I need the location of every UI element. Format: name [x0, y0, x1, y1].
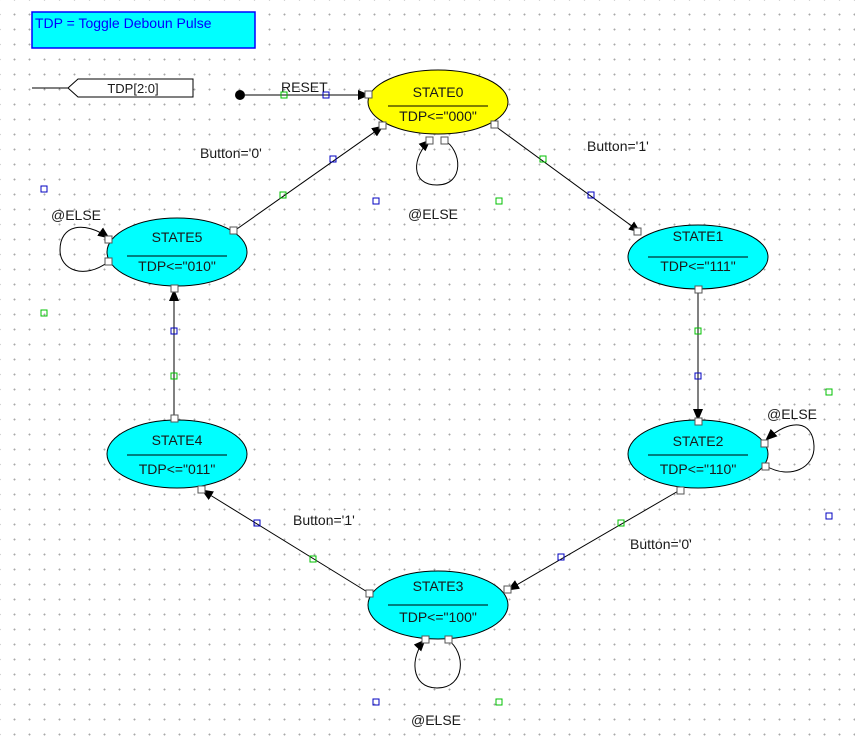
port-shape: [67, 78, 194, 98]
handle[interactable]: [761, 462, 770, 471]
state-name: STATE0: [413, 84, 464, 100]
state-state3[interactable]: STATE3 TDP<="100": [367, 570, 509, 640]
label-state2-state3: Button='0': [630, 536, 692, 552]
state-action: TDP<="011": [139, 461, 216, 477]
note-text: TDP = Toggle Deboun Pulse: [35, 15, 212, 31]
transition-state5-state0[interactable]: [233, 125, 384, 232]
loop-state3[interactable]: [413, 639, 461, 689]
state-action: TDP<="100": [399, 609, 477, 625]
handle[interactable]: [197, 485, 206, 494]
handle[interactable]: [490, 120, 499, 129]
handle[interactable]: [694, 417, 703, 426]
marker: [539, 155, 547, 163]
handle[interactable]: [104, 235, 113, 244]
marker: [40, 185, 48, 193]
marker: [170, 372, 178, 380]
marker: [372, 698, 380, 706]
marker: [694, 372, 702, 380]
label-loop-state2: @ELSE: [767, 406, 817, 422]
marker: [279, 191, 287, 199]
reset-dot: [235, 90, 245, 100]
label-state0-state1: Button='1': [587, 138, 649, 154]
transition-state3-state4[interactable]: [201, 489, 370, 594]
note-background: [31, 11, 256, 49]
transition-state2-state3[interactable]: [507, 489, 681, 591]
marker: [587, 191, 595, 199]
handle[interactable]: [378, 121, 387, 130]
state-state2[interactable]: STATE2 TDP<="110": [627, 419, 769, 489]
state-state1[interactable]: STATE1 TDP<="111": [627, 224, 769, 290]
state-ellipse: [367, 69, 509, 135]
connection-handles: [104, 90, 770, 644]
handle[interactable]: [760, 439, 769, 448]
label-state5-state0: Button='0': [200, 145, 262, 161]
marker: [495, 197, 503, 205]
marker: [617, 519, 625, 527]
label-loop-state0: @ELSE: [408, 206, 458, 222]
state-state4[interactable]: STATE4 TDP<="011": [106, 419, 248, 489]
marker: [372, 197, 380, 205]
handle[interactable]: [421, 635, 430, 644]
marker: [694, 327, 702, 335]
green-markers: [40, 91, 833, 706]
handle[interactable]: [425, 136, 434, 145]
marker: [557, 553, 565, 561]
handle[interactable]: [170, 284, 179, 293]
state-action: TDP<="000": [399, 108, 477, 124]
marker: [825, 388, 833, 396]
marker: [495, 698, 503, 706]
self-loops: [59, 139, 815, 689]
state-action: TDP<="110": [660, 461, 737, 477]
marker: [322, 91, 330, 99]
state-name: STATE1: [673, 228, 724, 244]
label-loop-state5: @ELSE: [51, 207, 101, 223]
label-loop-state3: @ELSE: [411, 712, 461, 728]
marker: [309, 555, 317, 563]
state-action: TDP<="111": [660, 258, 736, 274]
port-label: TDP[2:0]: [107, 81, 158, 96]
handle[interactable]: [676, 486, 685, 495]
state-name: STATE5: [152, 229, 203, 245]
reset-transition[interactable]: RESET: [235, 79, 370, 100]
handle[interactable]: [104, 257, 113, 266]
state-ellipse: [627, 419, 769, 489]
handle[interactable]: [694, 285, 703, 294]
handle[interactable]: [365, 589, 374, 598]
marker: [170, 327, 178, 335]
handle[interactable]: [364, 90, 373, 99]
handle[interactable]: [170, 414, 179, 423]
transitions: [169, 125, 703, 594]
state-name: STATE3: [413, 578, 464, 594]
label-state3-state4: Button='1': [293, 512, 355, 528]
blue-markers: [40, 91, 833, 706]
handle[interactable]: [444, 635, 453, 644]
transition-state0-state1[interactable]: [494, 125, 641, 233]
reset-label: RESET: [281, 79, 328, 95]
loop-state2[interactable]: [765, 424, 815, 473]
handle[interactable]: [229, 226, 238, 235]
marker: [825, 512, 833, 520]
transition-labels: Button='1' Button='0' Button='1' Button=…: [51, 138, 817, 728]
output-port-tdp[interactable]: TDP[2:0]: [32, 78, 194, 98]
loop-state0[interactable]: [416, 139, 459, 186]
handle[interactable]: [633, 227, 642, 236]
marker: [40, 309, 48, 317]
handle[interactable]: [440, 136, 449, 145]
loop-state5[interactable]: [59, 226, 110, 272]
state-state0[interactable]: STATE0 TDP<="000": [367, 69, 509, 135]
marker: [329, 155, 337, 163]
note-box[interactable]: TDP = Toggle Deboun Pulse: [31, 11, 256, 49]
marker: [280, 91, 288, 99]
marker: [253, 519, 261, 527]
handle[interactable]: [503, 585, 512, 594]
state-action: TDP<="010": [138, 258, 216, 274]
state-ellipse: [106, 419, 248, 489]
state-name: STATE2: [673, 433, 724, 449]
state-state5[interactable]: STATE5 TDP<="010": [106, 217, 248, 287]
state-name: STATE4: [152, 432, 203, 448]
